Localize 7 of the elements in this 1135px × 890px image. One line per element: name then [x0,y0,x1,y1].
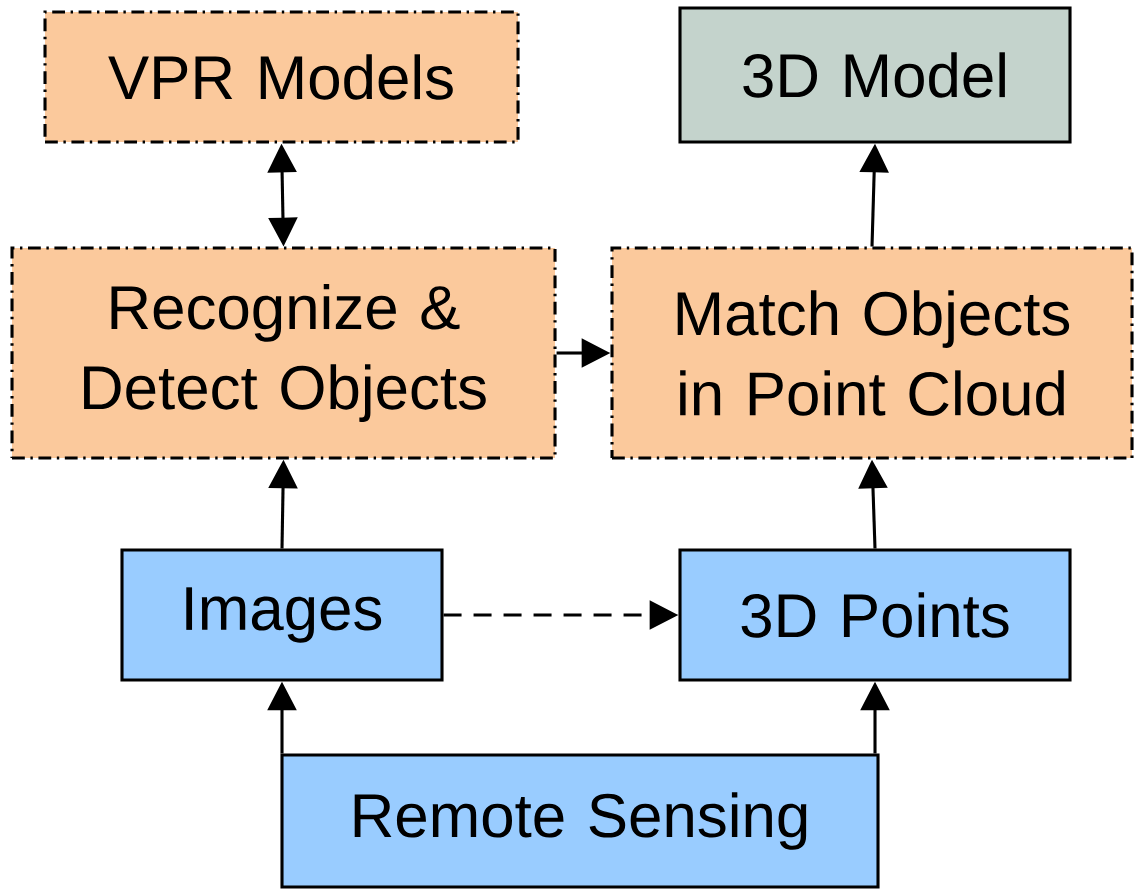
process-box: Match Objects in Point Cloud [610,246,1134,460]
data-box: Remote Sensing [280,753,880,889]
process-box: VPR Models [43,10,520,144]
process-box: Recognize & Detect Objects [10,246,557,460]
data-box: 3D Points [678,548,1072,682]
data-box: Images [120,548,444,682]
data-box: 3D Model [678,6,1072,144]
